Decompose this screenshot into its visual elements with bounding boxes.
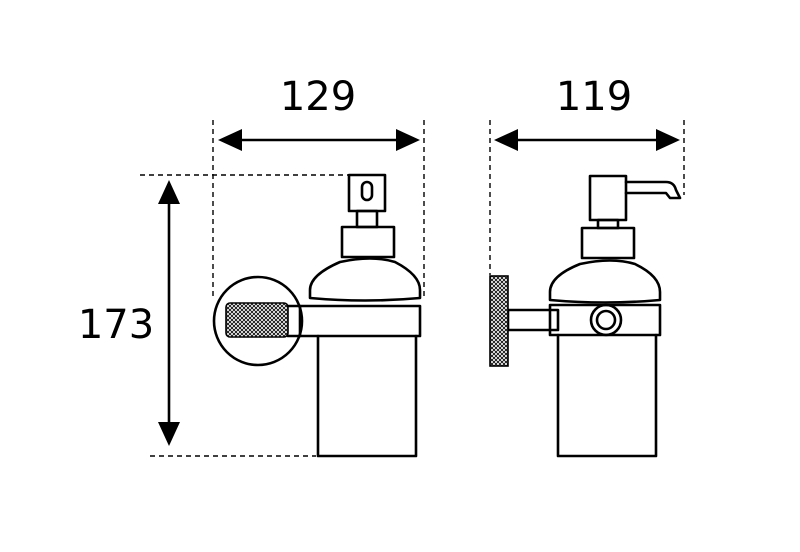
arrowhead-left [494, 129, 518, 151]
dimension-width-side: 119 [489, 74, 685, 275]
fixing-screw [589, 303, 623, 337]
holder-ring [548, 303, 662, 337]
arrowhead-left [218, 129, 242, 151]
arrowhead-top [158, 180, 180, 204]
dimension-height: 173 [78, 174, 385, 457]
knurled-arm [225, 302, 289, 338]
pump-head [588, 174, 628, 222]
dispenser-lid [548, 259, 662, 304]
pump-stem [355, 209, 379, 229]
arrowhead-right [396, 129, 420, 151]
dimension-width-front: 129 [212, 74, 425, 300]
dimension-label-width-front: 129 [280, 74, 356, 120]
wall-mount-disc [212, 275, 304, 367]
holder-ring [298, 304, 422, 338]
arm-connector [286, 304, 302, 338]
dimension-label-width-side: 119 [556, 74, 632, 120]
dimension-label-height: 173 [78, 302, 154, 348]
pump-hole [360, 180, 374, 202]
pump-collar [340, 225, 396, 259]
arrowhead-right [656, 129, 680, 151]
arrowhead-bottom [158, 422, 180, 446]
pump-head [347, 173, 387, 213]
glass-container [556, 333, 658, 458]
front-view-dispenser [212, 173, 422, 458]
dispenser-lid [308, 257, 422, 302]
fixing-screw-inner [595, 309, 617, 331]
side-view-dispenser [489, 174, 682, 458]
pump-spout [624, 180, 682, 200]
pump-collar [580, 226, 636, 260]
wall-plate [489, 275, 509, 367]
glass-container [316, 334, 418, 458]
